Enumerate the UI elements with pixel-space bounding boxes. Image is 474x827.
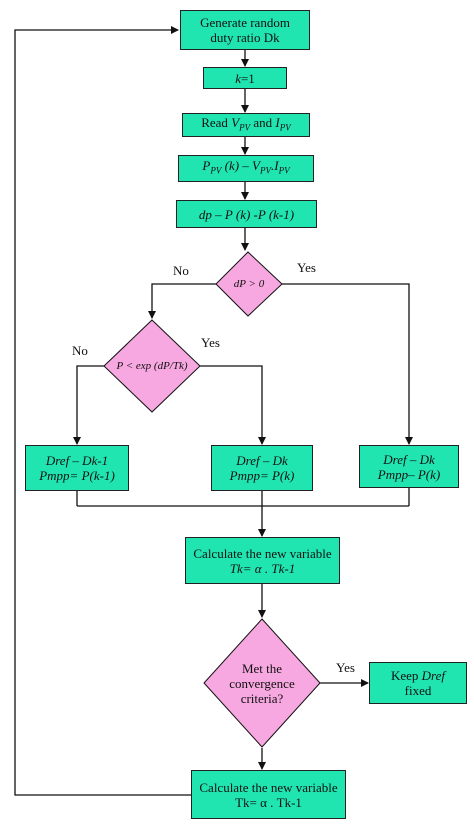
arrow-prob-no: [73, 365, 104, 445]
power-v: V: [252, 158, 260, 174]
dp-text: dp – P (k) -P (k-1): [198, 206, 295, 222]
arrow-prob-yes: [200, 365, 266, 445]
power-eq: (k) –: [221, 158, 253, 174]
calc-new-variable-box-2: Calculate the new variable Tk= α . Tk-1: [191, 770, 346, 819]
power-p-sub: PV: [210, 165, 222, 176]
read-mid: and: [250, 114, 276, 130]
calc1-line1: Calculate the new variable: [193, 545, 332, 561]
keep-dref-fixed-box: Keep Dref fixed: [369, 662, 467, 704]
convergence-decision-text: Met the convergence criteria?: [214, 659, 310, 707]
power-i-sub: PV: [278, 165, 290, 176]
generate-line1: Generate random: [200, 15, 290, 30]
k-var: k: [235, 70, 241, 86]
read-prefix: Read: [201, 114, 232, 130]
keep-var: Dref: [421, 668, 446, 683]
generate-random-duty-box: Generate random duty ratio Dk: [180, 10, 310, 50]
read-i: I: [275, 114, 280, 130]
dp-decision-text: dP > 0: [233, 277, 265, 290]
power-v-sub: PV: [260, 165, 271, 176]
dref-right-line1: Dref – Dk: [383, 451, 435, 467]
calc2-line1: Calculate the new variable: [199, 779, 338, 795]
dref-mid-box: Dref – Dk Pmpp= P(k): [211, 445, 313, 491]
power-i: I: [274, 158, 279, 174]
prob-decision-text: P < exp (dP/Tk): [116, 359, 188, 372]
arrow-loop-back: [14, 26, 191, 796]
label-yes-prob: Yes: [201, 335, 220, 350]
dref-mid-line2: Pmpp= P(k): [229, 468, 295, 483]
dref-prev-box: Dref – Dk-1 Pmpp= P(k-1): [25, 445, 129, 491]
power-calc-box: PPV (k) – VPV.IPV: [178, 155, 314, 182]
arrow-yes-to-right: [282, 283, 413, 445]
keep-prefix: Keep: [390, 668, 422, 683]
dref-right-box: Dref – Dk Pmpp– P(k): [359, 445, 459, 488]
label-yes-dp: Yes: [297, 260, 316, 275]
read-i-sub: PV: [279, 122, 291, 133]
converge-line3: criteria?: [240, 690, 284, 706]
k-init-box: k=1: [203, 67, 287, 89]
dp-decision-diamond: [215, 251, 283, 317]
read-vpv-ipv-box: Read VPV and IPV: [182, 113, 310, 137]
dref-prev-line2: Pmpp= P(k-1): [39, 468, 115, 483]
converge-line1: Met the: [241, 660, 283, 676]
keep-line2: fixed: [404, 683, 432, 698]
convergence-decision-diamond: [203, 618, 321, 748]
dref-prev-line1: Dref – Dk-1: [45, 453, 109, 468]
read-v: V: [231, 114, 240, 130]
label-no-prob: No: [72, 343, 88, 358]
power-p: P: [202, 158, 211, 174]
arrow-no-to-prob: [148, 283, 216, 319]
dref-mid-line1: Dref – Dk: [236, 453, 288, 468]
calc-new-variable-box-1: Calculate the new variable Tk= α . Tk-1: [185, 537, 340, 584]
calc2-line2: Tk= α . Tk-1: [235, 794, 302, 810]
converge-line2: convergence: [229, 675, 295, 691]
generate-line2: duty ratio Dk: [210, 30, 280, 45]
power-dot: .: [271, 158, 275, 174]
dref-right-line2: Pmpp– P(k): [377, 466, 441, 482]
calc1-line2: Tk= α . Tk-1: [229, 560, 296, 576]
k-rest: =1: [240, 70, 255, 86]
dp-calc-box: dp – P (k) -P (k-1): [176, 200, 317, 228]
label-no-dp: No: [173, 263, 189, 278]
label-yes-converge: Yes: [336, 660, 355, 675]
prob-decision-diamond: [103, 319, 201, 413]
read-v-sub: PV: [239, 122, 251, 133]
